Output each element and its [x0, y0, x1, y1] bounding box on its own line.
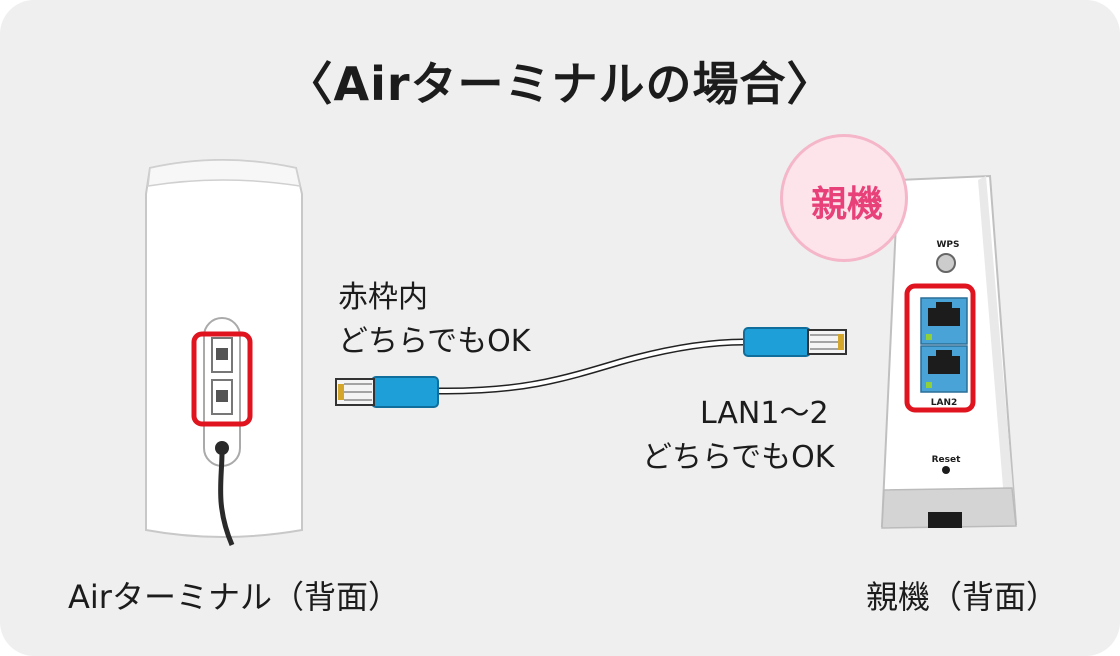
wps-button: [936, 253, 956, 273]
terminal-ports-note-line1: 赤枠内: [338, 280, 428, 315]
lan2-label: LAN2: [931, 398, 958, 408]
router-badge-label: 親機: [810, 184, 883, 225]
router-device: WPS LAN2 Reset: [880, 174, 1018, 529]
router-badge: 親機: [780, 134, 908, 262]
router-ports-note-line2: どちらでもOK: [642, 440, 835, 475]
lan-cable: [335, 327, 847, 408]
page-title: 〈Airターミナルの場合〉: [286, 57, 834, 111]
router-port-highlight: [904, 283, 976, 413]
terminal-ports-note-line2: どちらでもOK: [338, 324, 531, 359]
air-terminal-device: [145, 159, 303, 546]
air-terminal-caption: Airターミナル（背面）: [68, 578, 400, 616]
wps-label: WPS: [936, 240, 959, 250]
reset-hole: [942, 466, 950, 474]
terminal-port-highlight: [191, 331, 253, 427]
router-ports-note-line1: LAN1～2: [700, 396, 829, 431]
reset-label: Reset: [932, 455, 961, 465]
router-caption: 親機（背面）: [866, 578, 1059, 616]
